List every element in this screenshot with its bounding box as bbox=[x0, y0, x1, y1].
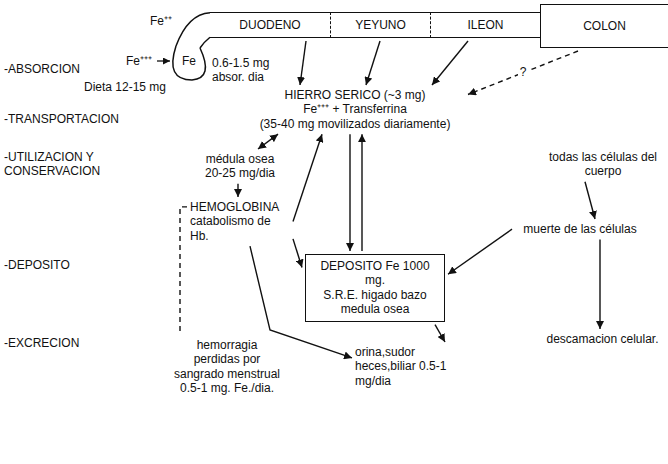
uptake-arrow bbox=[157, 60, 170, 61]
intestine-segment: YEYUNO bbox=[330, 12, 430, 38]
node-text: HEMOGLOBINA bbox=[190, 200, 290, 214]
flow-connector bbox=[258, 134, 278, 149]
cell-death-group: muerte de las células bbox=[515, 222, 645, 236]
ion-label: Fe⁺⁺ bbox=[150, 14, 172, 28]
node-text: descamacion celular. bbox=[545, 332, 660, 346]
lumen-loop bbox=[173, 46, 206, 80]
stage-label: -UTILIZACION Y CONSERVACION bbox=[4, 150, 124, 179]
flow-connector bbox=[361, 134, 362, 251]
ion-label: Fe⁺⁺⁺ bbox=[126, 54, 152, 68]
intestine-segment: DUODENO bbox=[210, 12, 330, 38]
flow-connector bbox=[237, 184, 238, 197]
node-text: YEYUNO bbox=[355, 18, 406, 32]
node-text: orina,sudor heces,biliar 0.5-1 mg/dia bbox=[355, 345, 455, 388]
node-text: (35-40 mg movilizados diariamente) bbox=[245, 117, 465, 131]
intake-label: Dieta 12-15 mg bbox=[84, 80, 166, 94]
excretion-group: orina,sudor heces,biliar 0.5-1 mg/dia bbox=[355, 345, 455, 388]
storage-box: DEPOSITO Fe 1000 mg.S.R.E. higado bazo m… bbox=[305, 254, 445, 322]
node-text: DEPOSITO Fe 1000 mg. bbox=[312, 259, 438, 288]
node-text: Fe⁺⁺⁺ + Transferrina bbox=[245, 102, 465, 116]
flow-connector bbox=[468, 51, 578, 94]
stage-label: -EXCRECION bbox=[4, 336, 79, 350]
node-text: hemorragia perdidas por sangrado menstru… bbox=[172, 338, 282, 396]
intestine-segment: ILEON bbox=[430, 12, 540, 38]
node-text: COLON bbox=[583, 19, 626, 33]
stage-label: -TRANSPORTACION bbox=[4, 112, 119, 126]
flow-connector bbox=[585, 182, 595, 219]
node-text: S.R.E. higado bazo medula osea bbox=[312, 288, 438, 317]
bleeding-loss-group: hemorragia perdidas por sangrado menstru… bbox=[172, 338, 282, 396]
flow-connector bbox=[293, 134, 322, 221]
intestine-segment: COLON bbox=[540, 4, 668, 48]
node-text: muerte de las células bbox=[515, 222, 645, 236]
serum-iron-group: HIERRO SERICO (~3 mg)Fe⁺⁺⁺ + Transferrin… bbox=[245, 88, 465, 131]
flow-connector bbox=[432, 41, 468, 85]
absorption-label: 0.6-1.5 mg absor. dia bbox=[212, 56, 286, 85]
marrow-group: médula osea 20-25 mg/dia bbox=[200, 152, 280, 181]
flow-connector bbox=[599, 239, 600, 329]
flow-connector bbox=[300, 41, 306, 85]
node-text: todas las células del cuerpo bbox=[548, 150, 658, 179]
node-text: catabolismo de Hb. bbox=[190, 214, 290, 243]
flow-connector bbox=[180, 207, 187, 335]
stage-label: -DEPOSITO bbox=[4, 258, 70, 272]
flow-connector bbox=[435, 325, 445, 342]
desquamation-group: descamacion celular. bbox=[545, 332, 660, 346]
ion-label: Fe bbox=[182, 54, 196, 68]
node-text: HIERRO SERICO (~3 mg) bbox=[245, 88, 465, 102]
stage-label: -ABSORCION bbox=[4, 62, 80, 76]
stomach-wall bbox=[200, 37, 210, 48]
flow-connector bbox=[349, 134, 350, 251]
node-text: ILEON bbox=[467, 18, 503, 32]
hemoglobin-group: HEMOGLOBINAcatabolismo de Hb. bbox=[190, 200, 290, 243]
node-text: médula osea 20-25 mg/dia bbox=[200, 152, 280, 181]
body-cells-group: todas las células del cuerpo bbox=[548, 150, 658, 179]
node-text: DUODENO bbox=[239, 18, 300, 32]
edge-label: ? bbox=[518, 66, 529, 80]
flow-connector bbox=[366, 41, 380, 85]
flow-connector bbox=[448, 229, 512, 274]
flow-connector bbox=[293, 239, 302, 268]
